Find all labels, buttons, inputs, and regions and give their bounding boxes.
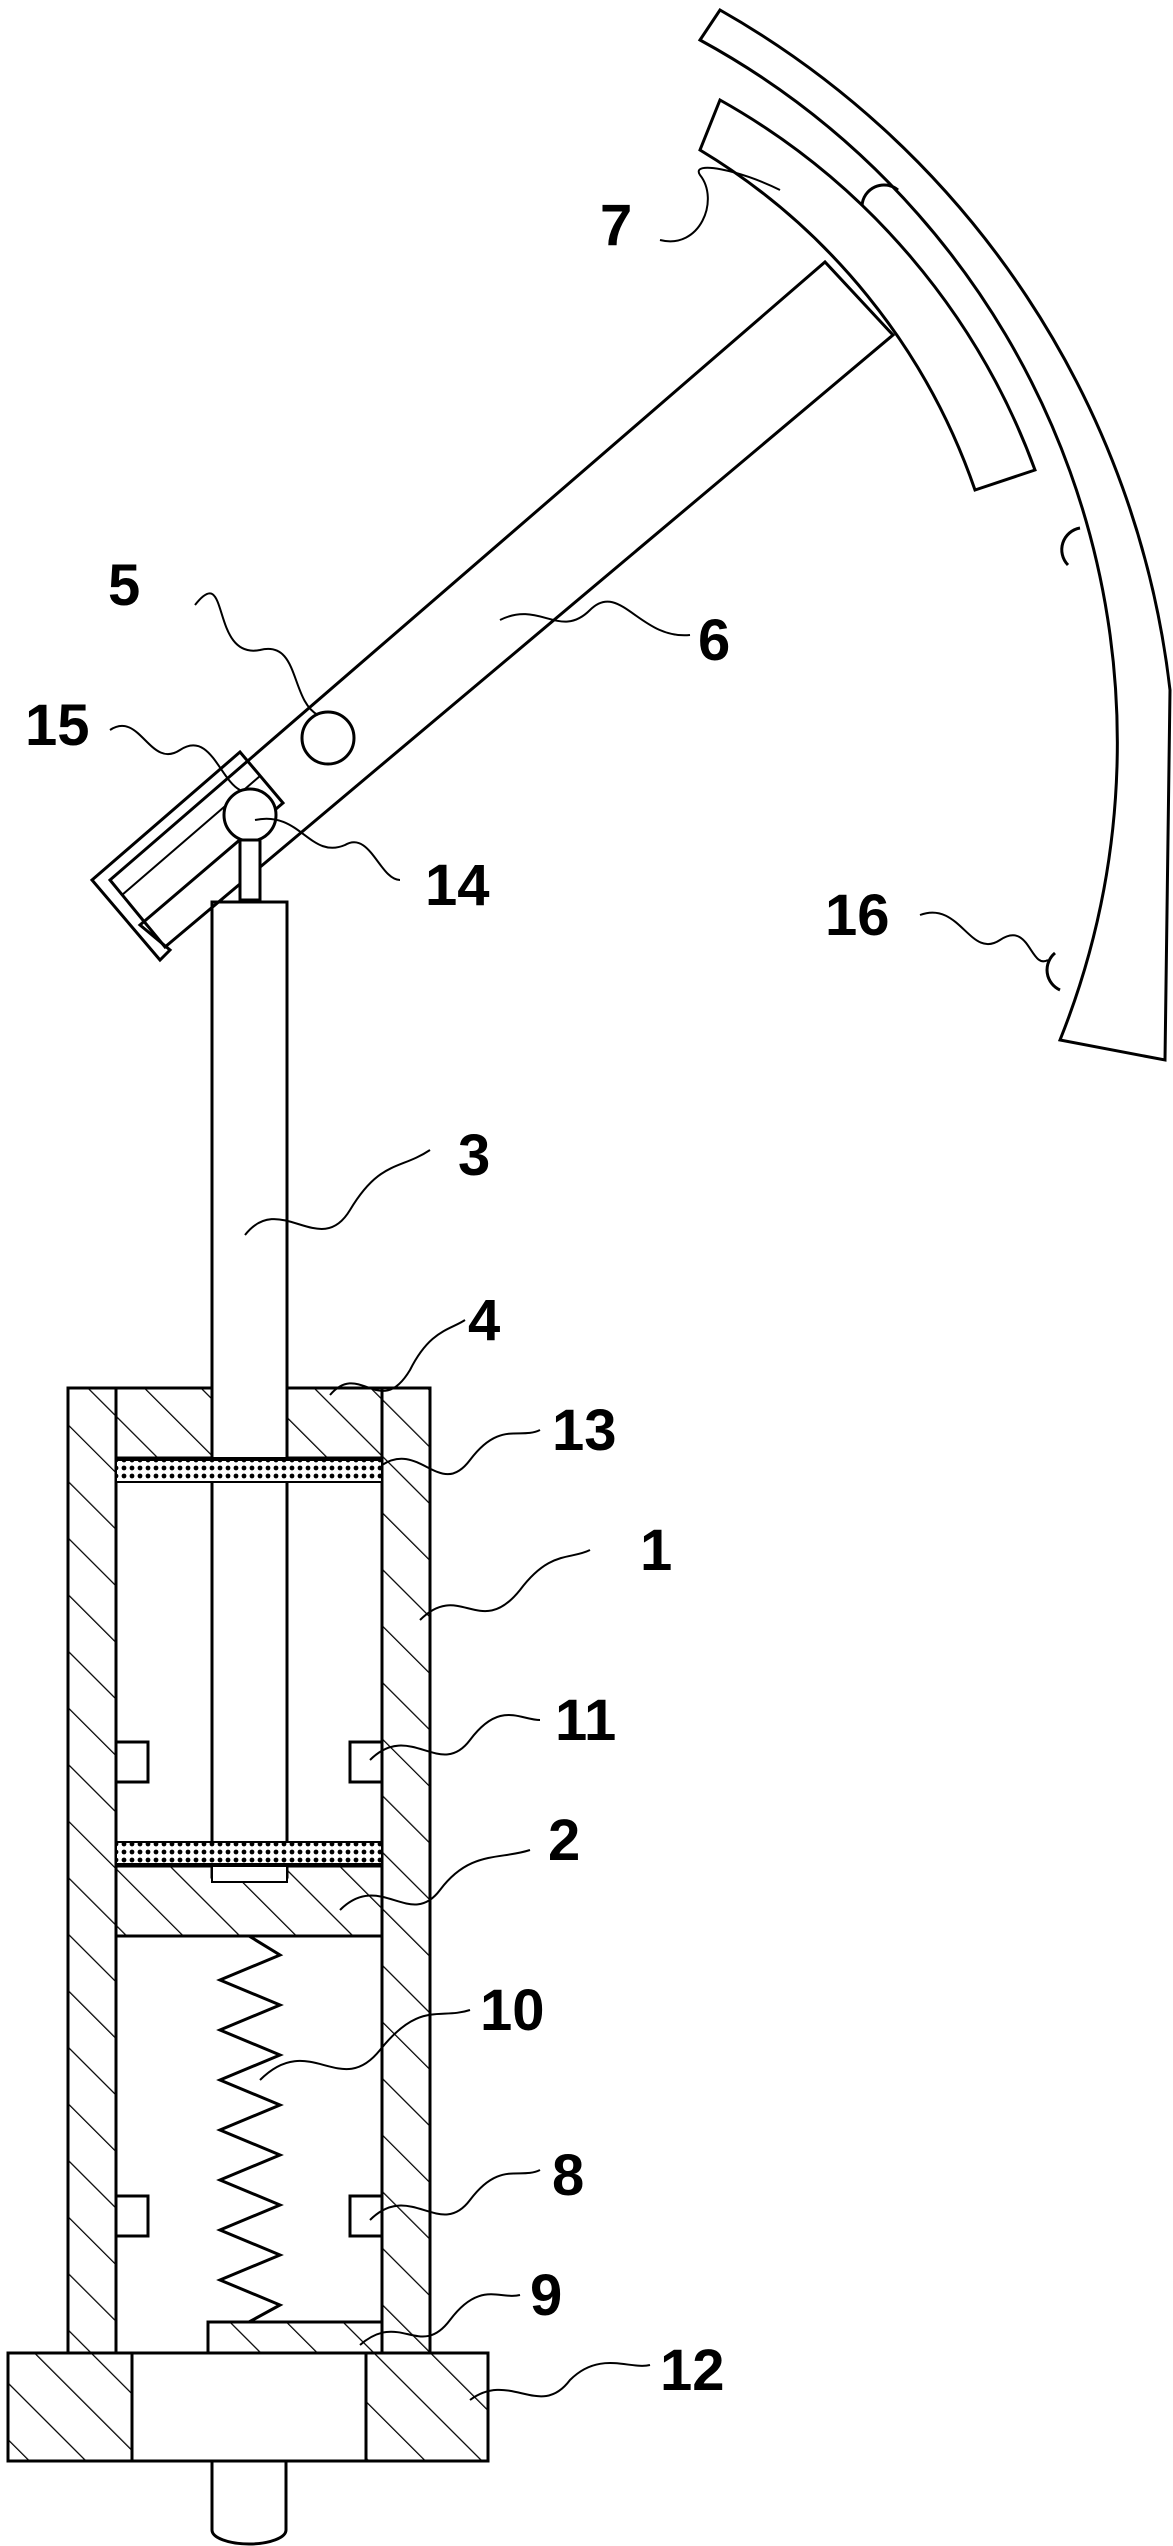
label-2: 2	[548, 1808, 580, 1873]
stop-lower-right	[348, 2194, 384, 2238]
label-9: 9	[530, 2263, 562, 2328]
stop-upper-right	[348, 1740, 384, 1784]
rail-bump-1	[860, 183, 899, 207]
stop-lower-left	[114, 2194, 150, 2238]
label-10: 10	[480, 1978, 545, 2043]
top-seal	[115, 1459, 383, 1483]
label-3: 3	[458, 1123, 490, 1188]
label-6: 6	[698, 608, 730, 673]
label-16: 16	[825, 883, 890, 948]
pivot-pin	[300, 710, 356, 766]
base-flange	[6, 2351, 490, 2463]
label-5: 5	[108, 553, 140, 618]
label-14: 14	[425, 853, 490, 918]
label-15: 15	[25, 693, 90, 758]
spring-seat	[206, 2320, 384, 2355]
rail-bump-2	[1060, 526, 1081, 567]
cylinder-body	[66, 1386, 432, 2355]
spring	[216, 1934, 284, 2324]
ball-joint	[222, 787, 278, 902]
stop-upper-left	[114, 1740, 150, 1784]
label-1: 1	[640, 1518, 672, 1583]
piston-seal	[115, 1841, 383, 1865]
label-11: 11	[555, 1688, 616, 1753]
label-4: 4	[468, 1288, 500, 1353]
label-8: 8	[552, 2143, 584, 2208]
swing-arm	[89, 259, 896, 963]
label-13: 13	[552, 1398, 617, 1463]
label-12: 12	[660, 2338, 725, 2403]
label-7: 7	[600, 193, 632, 258]
rail-bump-3	[1045, 951, 1061, 992]
piston-rod	[210, 900, 289, 1879]
outer-arc-rail	[697, 8, 1172, 1062]
bottom-pin	[210, 2461, 288, 2546]
leader-lines	[109, 166, 1049, 2401]
inner-arc-plate	[698, 97, 1037, 492]
